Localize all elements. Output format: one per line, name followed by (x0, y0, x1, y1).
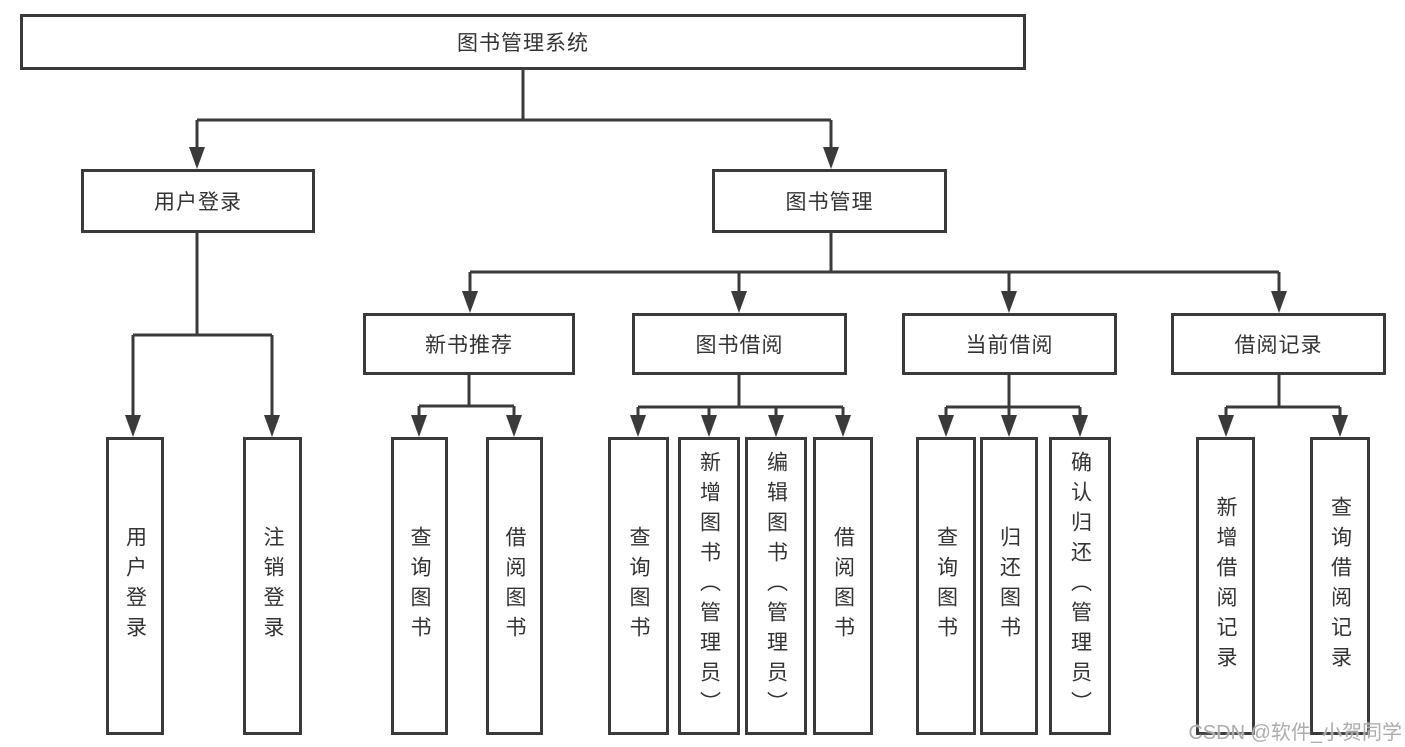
leaf-add-borrow-record: 新增借阅记录 (1196, 437, 1255, 735)
node-label: 确认归还（管理员） (1068, 451, 1092, 721)
node-label: 借阅记录 (1234, 334, 1323, 357)
leaf-borrow-books: 借阅图书 (813, 437, 873, 735)
leaf-add-books-admin: 新增图书（管理员） (678, 437, 740, 735)
node-label: 查询图书 (408, 526, 431, 646)
leaf-return-books: 归还图书 (980, 437, 1038, 735)
leaf-confirm-return-admin: 确认归还（管理员） (1049, 437, 1111, 735)
node-borrowing-records: 借阅记录 (1171, 313, 1386, 375)
node-user-login: 用户登录 (81, 169, 315, 233)
leaf-query-books-current: 查询图书 (916, 437, 976, 735)
node-label: 查询借阅记录 (1328, 496, 1352, 676)
node-label: 图书管理系统 (457, 32, 589, 55)
node-book-management: 图书管理 (712, 169, 947, 233)
csdn-watermark: CSDN @软件_小贺同学 (1188, 722, 1402, 744)
leaf-query-books-borrowing: 查询图书 (608, 437, 669, 735)
node-label: 当前借阅 (965, 334, 1054, 357)
leaf-user-login: 用户登录 (106, 437, 164, 735)
node-label: 图书管理 (785, 191, 874, 214)
node-label: 借阅图书 (503, 526, 526, 646)
leaf-borrow-books-recommend: 借阅图书 (486, 437, 543, 735)
node-label: 注销登录 (261, 526, 284, 646)
leaf-query-books-recommend: 查询图书 (391, 437, 448, 735)
node-label: 新书推荐 (425, 334, 513, 357)
node-label: 查询图书 (934, 526, 958, 646)
node-label: 归还图书 (997, 526, 1021, 646)
node-label: 用户登录 (154, 191, 242, 214)
leaf-edit-books-admin: 编辑图书（管理员） (745, 437, 807, 735)
leaf-query-borrow-record: 查询借阅记录 (1310, 437, 1370, 735)
node-label: 编辑图书（管理员） (764, 451, 788, 721)
node-label: 新增图书（管理员） (697, 451, 721, 721)
node-library-management-system: 图书管理系统 (20, 14, 1026, 70)
arrowheads (125, 147, 1348, 437)
node-label: 用户登录 (123, 526, 147, 646)
node-label: 借阅图书 (831, 526, 855, 646)
node-new-book-recommendation: 新书推荐 (363, 313, 575, 375)
node-current-borrowing: 当前借阅 (902, 313, 1117, 375)
node-label: 查询图书 (627, 526, 650, 646)
node-label: 新增借阅记录 (1214, 496, 1237, 676)
node-book-borrowing: 图书借阅 (632, 313, 847, 375)
node-label: 图书借阅 (695, 334, 784, 357)
leaf-logout: 注销登录 (243, 437, 302, 735)
